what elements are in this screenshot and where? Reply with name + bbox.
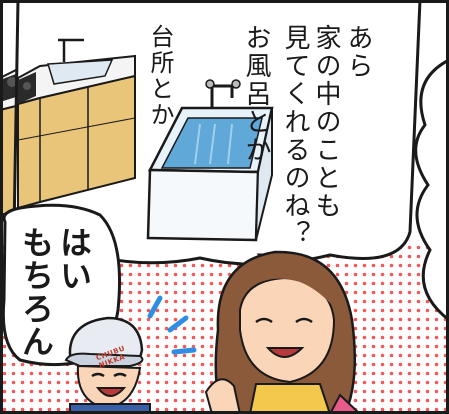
kitchen-inset bbox=[17, 38, 136, 210]
speech-line-1: あら bbox=[343, 24, 373, 80]
bathtub-icon bbox=[146, 79, 274, 242]
right-bubble-edge bbox=[414, 58, 449, 322]
worker-cap bbox=[68, 316, 144, 362]
woman-character bbox=[204, 250, 362, 414]
speech-line-4: お風呂とか bbox=[241, 24, 271, 164]
worker-uniform bbox=[69, 403, 151, 414]
speech-line-5: 台所とか bbox=[146, 24, 174, 128]
woman-mouth bbox=[265, 347, 305, 358]
worker-character bbox=[64, 316, 151, 414]
woman-hands bbox=[204, 378, 242, 414]
reply-line-2: もちろん bbox=[17, 226, 55, 358]
speech-line-3: 見てくれるのね？ bbox=[280, 24, 310, 248]
faucet-icon bbox=[205, 79, 241, 108]
motion-dashes bbox=[147, 295, 197, 355]
reply-line-1: はい bbox=[55, 226, 93, 292]
speech-line-2: 家の中のことも bbox=[311, 24, 341, 220]
woman-collar bbox=[248, 383, 332, 414]
woman-face bbox=[239, 276, 336, 384]
